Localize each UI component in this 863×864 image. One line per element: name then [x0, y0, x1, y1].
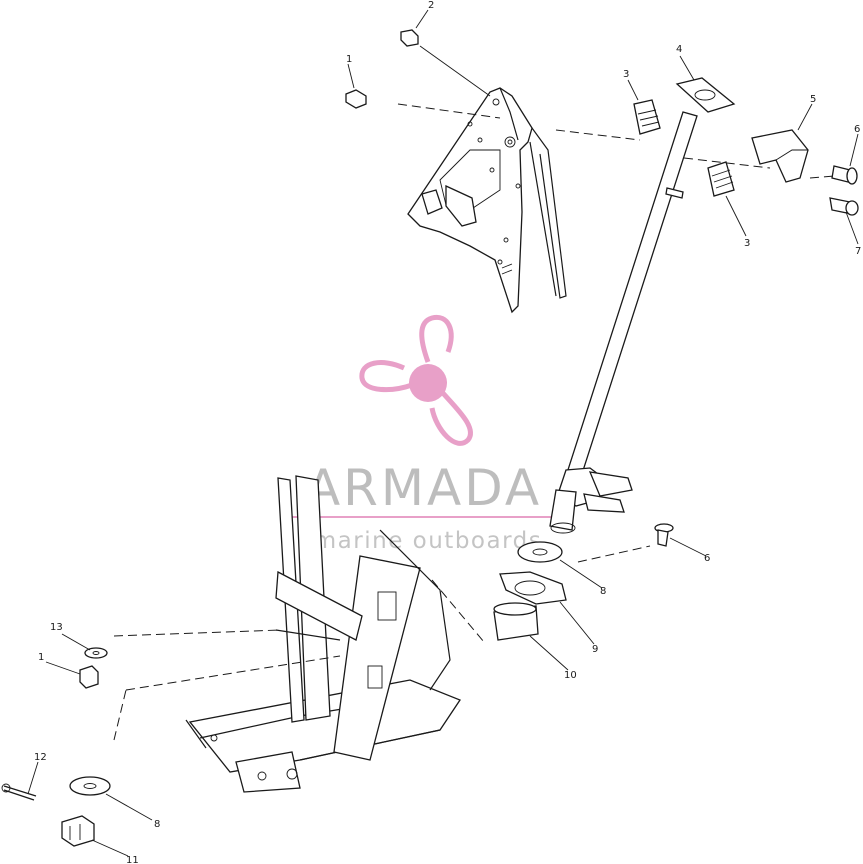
bushing-sleeve	[829, 197, 859, 216]
callout-11: 11	[126, 855, 139, 864]
callout-labels: 1 2 3 4 5 6 7 3 6 8 9 10 13 1 12 8 11	[34, 0, 861, 864]
column-support-bracket	[751, 129, 809, 183]
cotter-pin	[1, 783, 37, 801]
column-mounting-flange	[675, 77, 736, 113]
callout-1-upper: 1	[346, 54, 352, 65]
callout-8-lower: 8	[154, 819, 160, 830]
clamp-lower	[707, 161, 735, 197]
castle-nut	[61, 815, 95, 847]
washer-center	[517, 541, 563, 563]
frame-assembly	[185, 475, 461, 793]
callout-13: 13	[50, 622, 63, 633]
callout-3-lower: 3	[744, 238, 750, 249]
callout-12: 12	[34, 752, 47, 763]
callout-8-center: 8	[600, 586, 606, 597]
callout-7: 7	[855, 246, 861, 257]
callout-3-upper: 3	[623, 69, 629, 80]
bolt-lower	[654, 523, 674, 547]
nut-upper	[345, 89, 367, 109]
bearing-flange	[499, 571, 567, 605]
leader-lines	[27, 9, 859, 857]
callout-6-lower: 6	[704, 553, 710, 564]
washer-13	[84, 647, 108, 659]
watermark-brand: ARMADA	[306, 459, 542, 517]
steering-column	[549, 77, 736, 534]
clamp-upper	[633, 99, 661, 135]
bolt-upper	[831, 165, 858, 185]
propeller-hub-icon	[409, 364, 447, 402]
washer-lower	[69, 776, 111, 796]
bolt-2	[400, 29, 419, 47]
callout-5: 5	[810, 94, 816, 105]
watermark-tagline: marine outboards	[314, 528, 542, 554]
callout-9: 9	[592, 644, 598, 655]
upper-mounting-bracket	[407, 87, 567, 314]
callout-10: 10	[564, 670, 577, 681]
callout-6-upper: 6	[854, 124, 860, 135]
callout-1-lower: 1	[38, 652, 44, 663]
watermark-logo: ARMADA marine outboards	[284, 314, 566, 554]
bushing-10	[493, 602, 539, 641]
propeller-icon	[359, 314, 473, 446]
callout-2: 2	[428, 0, 434, 11]
nut-lower	[79, 665, 99, 689]
callout-4: 4	[676, 44, 682, 55]
